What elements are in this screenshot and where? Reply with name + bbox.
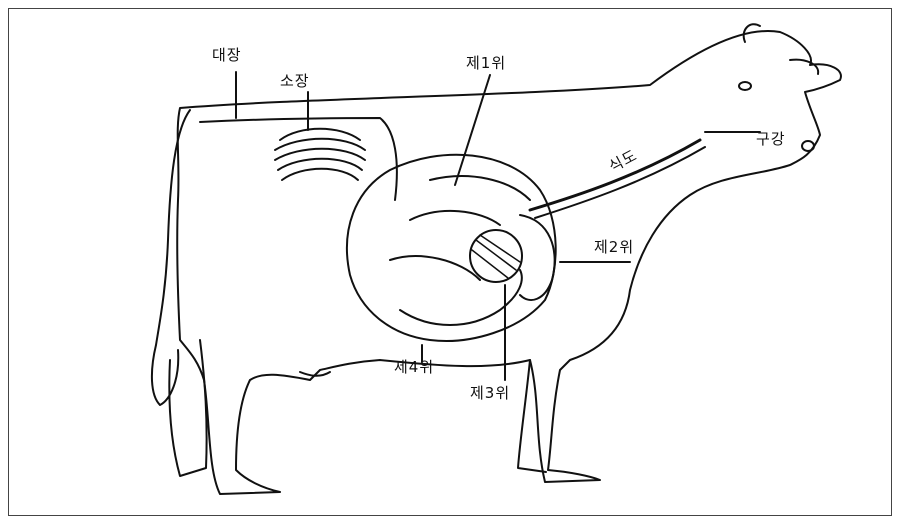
small-intestine-coils [275, 129, 365, 180]
pointer-rumen [455, 75, 490, 185]
cow-nostril [802, 141, 814, 151]
reticulum-outline [520, 215, 555, 300]
label-rumen: 제1위 [466, 52, 506, 73]
abomasum-outline [400, 270, 522, 325]
rumen-outline [347, 155, 556, 341]
cow-eye [739, 82, 751, 90]
label-omasum: 제3위 [470, 382, 510, 403]
label-abomasum: 제4위 [394, 356, 434, 377]
label-mouth: 구강 [756, 128, 786, 149]
label-small-intestine: 소장 [280, 70, 310, 91]
label-large-intestine: 대장 [212, 44, 242, 65]
cow-ear-right [790, 60, 818, 74]
cow-front-leg [518, 360, 546, 472]
cow-hind-leg [169, 340, 206, 476]
cow-body-outline [177, 31, 841, 494]
label-reticulum: 제2위 [594, 236, 634, 257]
omasum-shape [470, 230, 522, 282]
